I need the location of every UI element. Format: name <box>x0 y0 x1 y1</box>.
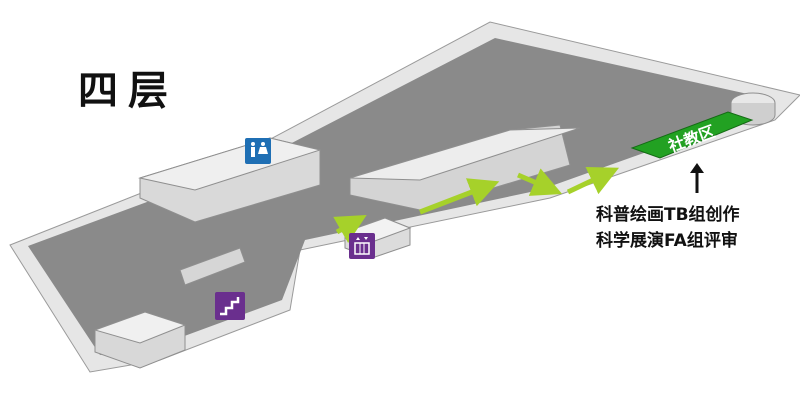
info-line-2: 科学展演FA组评审 <box>596 231 738 251</box>
route-arrow <box>419 178 500 215</box>
route-arrow <box>517 168 563 196</box>
floor-title: 四层 <box>78 68 178 114</box>
elevator-icon[interactable] <box>349 233 375 259</box>
route-arrow <box>333 215 367 243</box>
pointer-arrow <box>690 163 704 193</box>
route-arrows <box>333 167 620 243</box>
route-arrow <box>566 167 620 195</box>
info-line-1: 科普绘画TB组创作 <box>596 205 740 225</box>
stairs-icon[interactable] <box>215 292 245 320</box>
wall-blocks <box>93 92 776 369</box>
restroom-icon[interactable] <box>245 138 271 164</box>
